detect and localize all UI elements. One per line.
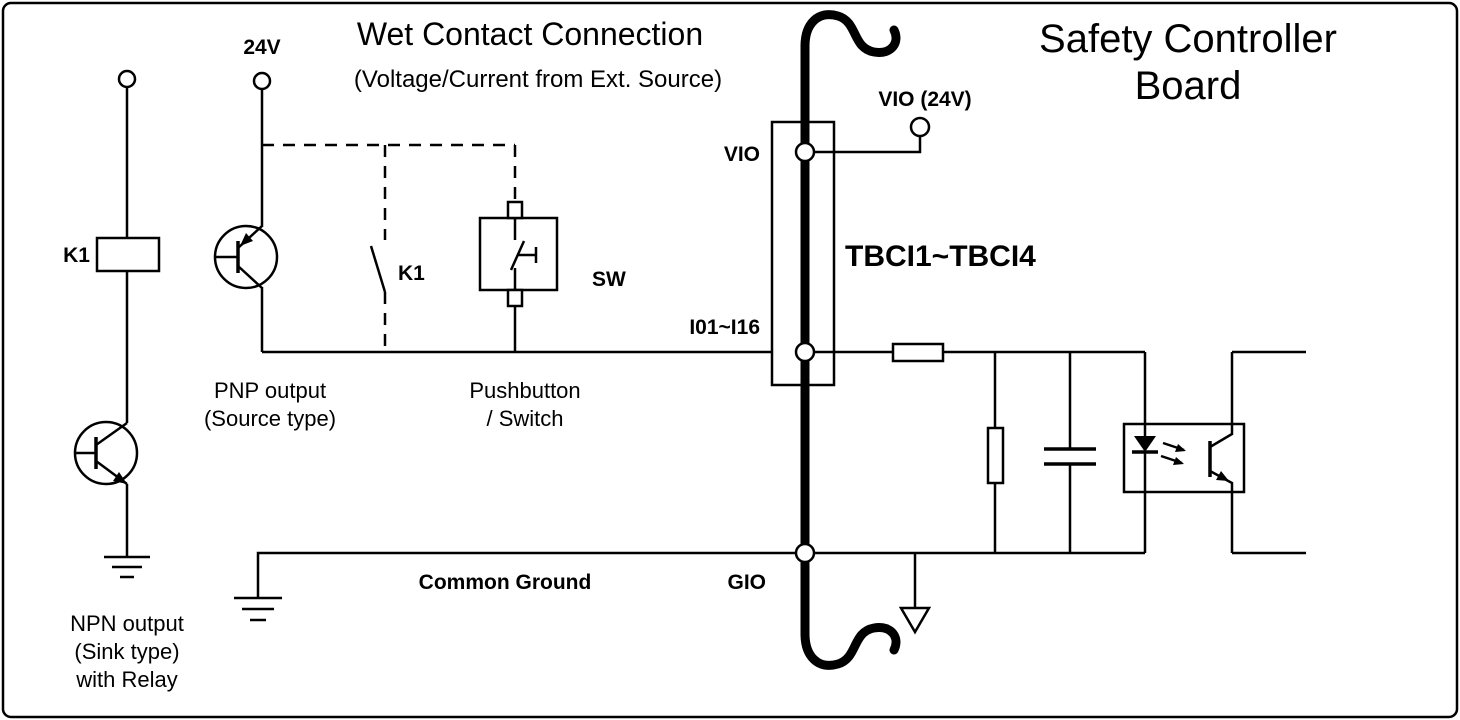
subtitle: (Voltage/Current from Ext. Source)	[354, 66, 722, 93]
vio-external-terminal-dot	[909, 116, 931, 138]
light-arrow-2-head-icon	[1173, 457, 1184, 465]
pushbutton-bottom-pad	[506, 288, 524, 308]
pnp-caption-line1: PNP output	[214, 378, 326, 403]
gio-terminal-dot	[794, 542, 816, 564]
relay-coil-symbol	[95, 236, 161, 273]
pushbutton-blade	[509, 240, 526, 271]
k1-contact-symbol	[369, 245, 387, 293]
shunt-resistor-symbol	[986, 426, 1005, 485]
pnp-collector-lead	[237, 265, 263, 289]
pushbutton-caption-line2: / Switch	[486, 406, 563, 431]
main-title: Wet Contact Connection	[357, 16, 703, 52]
gio-label: GIO	[727, 571, 766, 594]
npn-emitter-arrow-icon	[113, 472, 127, 484]
labels: Wet Contact Connection (Voltage/Current …	[63, 16, 1337, 692]
series-resistor-symbol	[891, 342, 945, 363]
pnp-transistor-symbol	[213, 224, 279, 290]
pushbutton-caption-line1: Pushbutton	[469, 378, 580, 403]
vio-label: VIO	[724, 143, 760, 166]
phototransistor-emitter-arrow-icon	[1216, 471, 1229, 481]
npn-caption-line2: (Sink type)	[74, 639, 179, 664]
bus-break-top-icon	[800, 10, 901, 57]
k1-contact-blade	[369, 245, 387, 293]
pushbutton-symbol	[478, 200, 559, 352]
board-title-line2: Board	[1135, 64, 1242, 108]
board-title-line1: Safety Controller	[1039, 17, 1337, 61]
npn-transistor-symbol	[73, 420, 139, 486]
vio-wire	[814, 136, 922, 154]
led-triangle-icon	[1134, 436, 1156, 452]
tbci-label: TBCI1~TBCI4	[845, 240, 1036, 273]
pnp-transistor-body	[213, 224, 279, 290]
light-arrow-1-head-icon	[1175, 444, 1186, 452]
npn-output-branch	[73, 69, 161, 579]
npn-collector-lead	[95, 421, 128, 447]
i01-i16-label: I01~I16	[689, 316, 760, 339]
optocoupler-box	[1122, 422, 1246, 494]
ground-symbol-npn	[104, 555, 150, 579]
ground-rail-left-wire	[256, 551, 796, 597]
terminal-dot	[117, 69, 137, 89]
ground-rail	[234, 551, 1145, 635]
phototransistor-emitter-wire	[1209, 469, 1234, 553]
ground-symbol-left	[234, 596, 282, 622]
vio-terminal-dot	[794, 141, 816, 163]
npn-caption-line3: with Relay	[75, 667, 177, 692]
pnp-output-branch	[213, 71, 279, 352]
supply-24v-label: 24V	[243, 36, 280, 59]
optocoupler-symbol	[1122, 350, 1306, 555]
pushbutton-top-pad	[506, 200, 524, 220]
phototransistor-collector-wire	[1209, 352, 1234, 449]
npn-caption-line1: NPN output	[70, 611, 184, 636]
dashed-branch-wiring	[262, 143, 517, 352]
vio-wiring	[814, 116, 931, 154]
relay-contact-label: K1	[398, 262, 425, 285]
terminal-dot-24v	[252, 71, 272, 91]
chassis-ground-triangle-icon	[898, 606, 932, 635]
switch-label: SW	[592, 268, 626, 291]
input-terminal-dot	[794, 341, 816, 363]
common-ground-label: Common Ground	[419, 571, 592, 594]
input-filter-network	[814, 342, 1145, 553]
pnp-emitter-arrow-icon	[240, 233, 253, 246]
bus-break-bottom-icon	[800, 623, 901, 670]
vio-24v-label: VIO (24V)	[878, 88, 971, 111]
pnp-caption-line2: (Source type)	[204, 406, 336, 431]
relay-coil-label: K1	[63, 244, 90, 267]
